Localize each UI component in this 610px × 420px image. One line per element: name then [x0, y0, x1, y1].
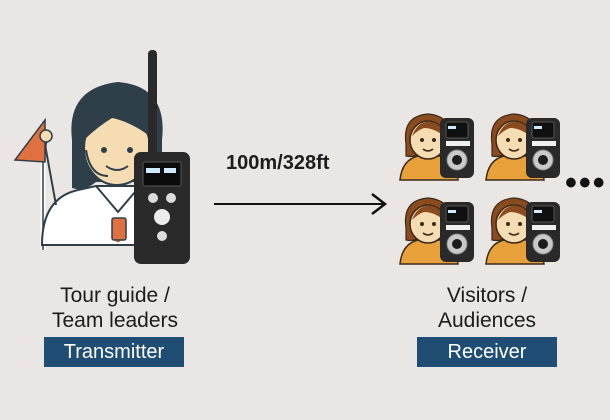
receiver-tag: Receiver [417, 337, 557, 367]
receiver-caption-line-2: Audiences [437, 309, 537, 332]
more-indicator: ••• [565, 164, 607, 202]
arrow-icon [214, 193, 388, 215]
transmitter-caption-line-1: Tour guide / [60, 284, 170, 307]
distance-label: 100m/328ft [226, 152, 330, 174]
transmitter-caption: Tour guide / Team leaders [20, 283, 210, 333]
visitor-icon [485, 197, 561, 265]
transmitter-tag: Transmitter [44, 337, 184, 367]
transmitter-caption-line-2: Team leaders [51, 309, 179, 332]
visitor-icon [399, 197, 475, 265]
receiver-caption-line-1: Visitors / [446, 284, 528, 307]
transmitter-device-icon [134, 50, 190, 264]
visitor-icon [485, 113, 561, 181]
visitor-icon [399, 113, 475, 181]
receiver-caption: Visitors / Audiences [392, 283, 582, 333]
